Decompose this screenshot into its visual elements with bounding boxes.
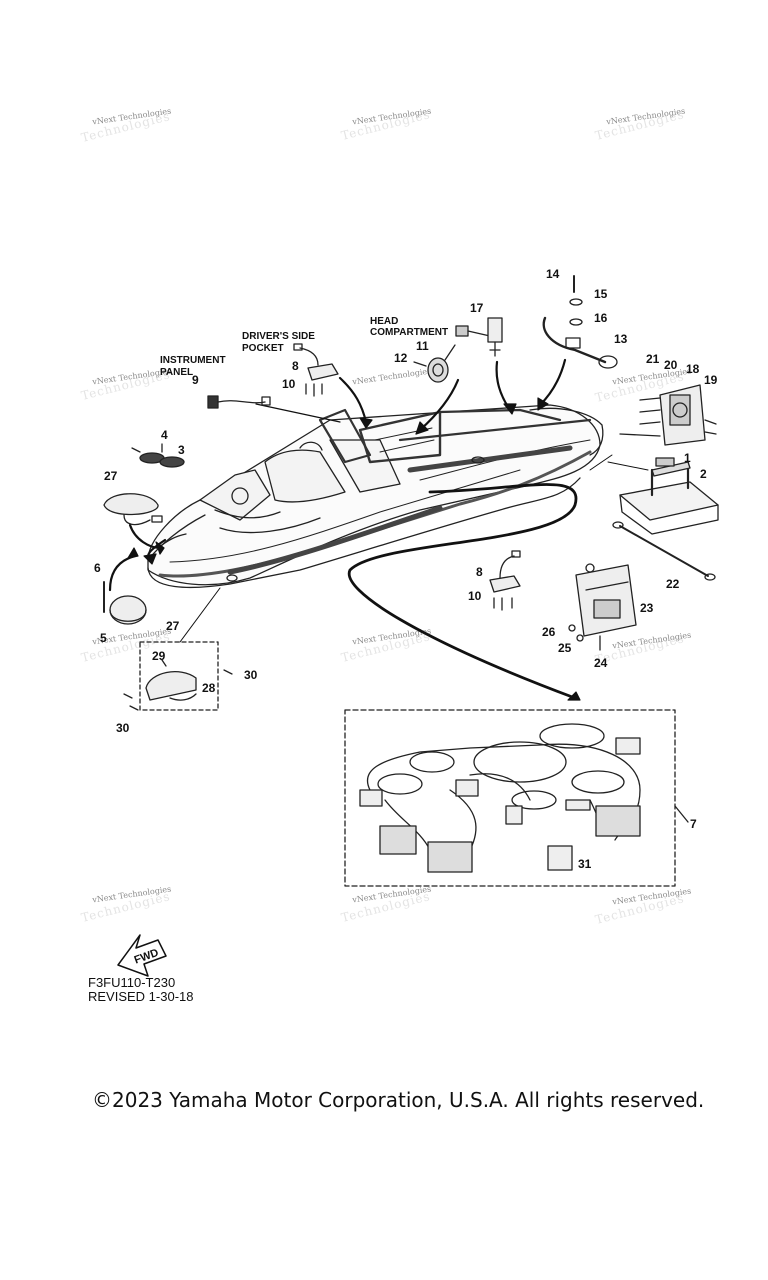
callout-head-compartment-2: COMPARTMENT bbox=[370, 327, 448, 338]
revision-note: REVISED 1-30-18 bbox=[88, 989, 194, 1004]
part-13-16-cable bbox=[542, 275, 618, 369]
callout-head-compartment-1: HEAD bbox=[370, 316, 398, 327]
part-number-8-top: 8 bbox=[292, 359, 299, 373]
part-number-10-top: 10 bbox=[282, 377, 296, 391]
callout-drivers-pocket-1: DRIVER'S SIDE bbox=[242, 331, 315, 342]
part-number-31: 31 bbox=[578, 857, 592, 871]
part-7-harness-inset bbox=[344, 709, 689, 887]
part-number-18: 18 bbox=[686, 362, 700, 376]
part-number-15: 15 bbox=[594, 287, 608, 301]
callout-labels: INSTRUMENT PANEL DRIVER'S SIDE POCKET HE… bbox=[160, 316, 448, 378]
part-number-16: 16 bbox=[594, 311, 608, 325]
fwd-arrow-icon bbox=[117, 934, 167, 977]
part-27-cover bbox=[103, 493, 163, 526]
part-number-4: 4 bbox=[161, 428, 168, 442]
part-22-rod bbox=[612, 521, 716, 581]
callout-instrument-panel-1: INSTRUMENT bbox=[160, 355, 226, 366]
part-number-17: 17 bbox=[470, 301, 484, 315]
part-numbers: 1 2 3 4 5 6 7 8 8 9 10 10 11 12 13 14 15… bbox=[94, 267, 718, 871]
part-5-6-nav-light bbox=[103, 581, 147, 625]
callout-instrument-panel-2: PANEL bbox=[160, 367, 193, 378]
callout-drivers-pocket-2: POCKET bbox=[242, 343, 284, 354]
part-17-sensor bbox=[455, 317, 503, 357]
part-number-2: 2 bbox=[700, 467, 707, 481]
part-28-inset bbox=[123, 641, 233, 711]
part-number-27-bottom: 27 bbox=[166, 619, 180, 633]
part-8-light-top bbox=[293, 343, 339, 397]
part-8-light-bottom bbox=[489, 550, 521, 611]
part-3-4-bow-lights bbox=[131, 443, 185, 468]
part-number-26: 26 bbox=[542, 625, 556, 639]
part-number-21: 21 bbox=[646, 352, 660, 366]
part-number-8-bottom: 8 bbox=[476, 565, 483, 579]
part-number-10-bottom: 10 bbox=[468, 589, 482, 603]
part-number-14: 14 bbox=[546, 267, 560, 281]
figure-code: F3FU110-T230 bbox=[88, 975, 176, 990]
leader-lines bbox=[108, 358, 649, 701]
part-1-2-battery-box bbox=[619, 457, 719, 535]
part-number-12: 12 bbox=[394, 351, 408, 365]
part-18-21-bracket bbox=[619, 384, 717, 446]
part-23-ecu bbox=[568, 563, 637, 651]
part-number-29: 29 bbox=[152, 649, 166, 663]
part-11-12-head-light bbox=[413, 344, 456, 383]
part-number-1: 1 bbox=[684, 451, 691, 465]
boat-hull bbox=[147, 404, 604, 589]
part-9-harness bbox=[207, 395, 271, 409]
copyright-notice: ©2023 Yamaha Motor Corporation, U.S.A. A… bbox=[92, 1088, 705, 1112]
part-number-23: 23 bbox=[640, 601, 654, 615]
part-number-22: 22 bbox=[666, 577, 680, 591]
part-number-9: 9 bbox=[192, 373, 199, 387]
part-number-28: 28 bbox=[202, 681, 216, 695]
part-number-13: 13 bbox=[614, 332, 628, 346]
part-number-19: 19 bbox=[704, 373, 718, 387]
part-number-6: 6 bbox=[94, 561, 101, 575]
part-number-3: 3 bbox=[178, 443, 185, 457]
part-number-30-right: 30 bbox=[244, 668, 258, 682]
part-number-30-left: 30 bbox=[116, 721, 130, 735]
part-number-11: 11 bbox=[416, 339, 429, 353]
part-number-25: 25 bbox=[558, 641, 572, 655]
part-number-5: 5 bbox=[100, 631, 107, 645]
part-number-20: 20 bbox=[664, 358, 678, 372]
part-number-24: 24 bbox=[594, 656, 608, 670]
part-number-7: 7 bbox=[690, 817, 697, 831]
part-number-27-top: 27 bbox=[104, 469, 118, 483]
